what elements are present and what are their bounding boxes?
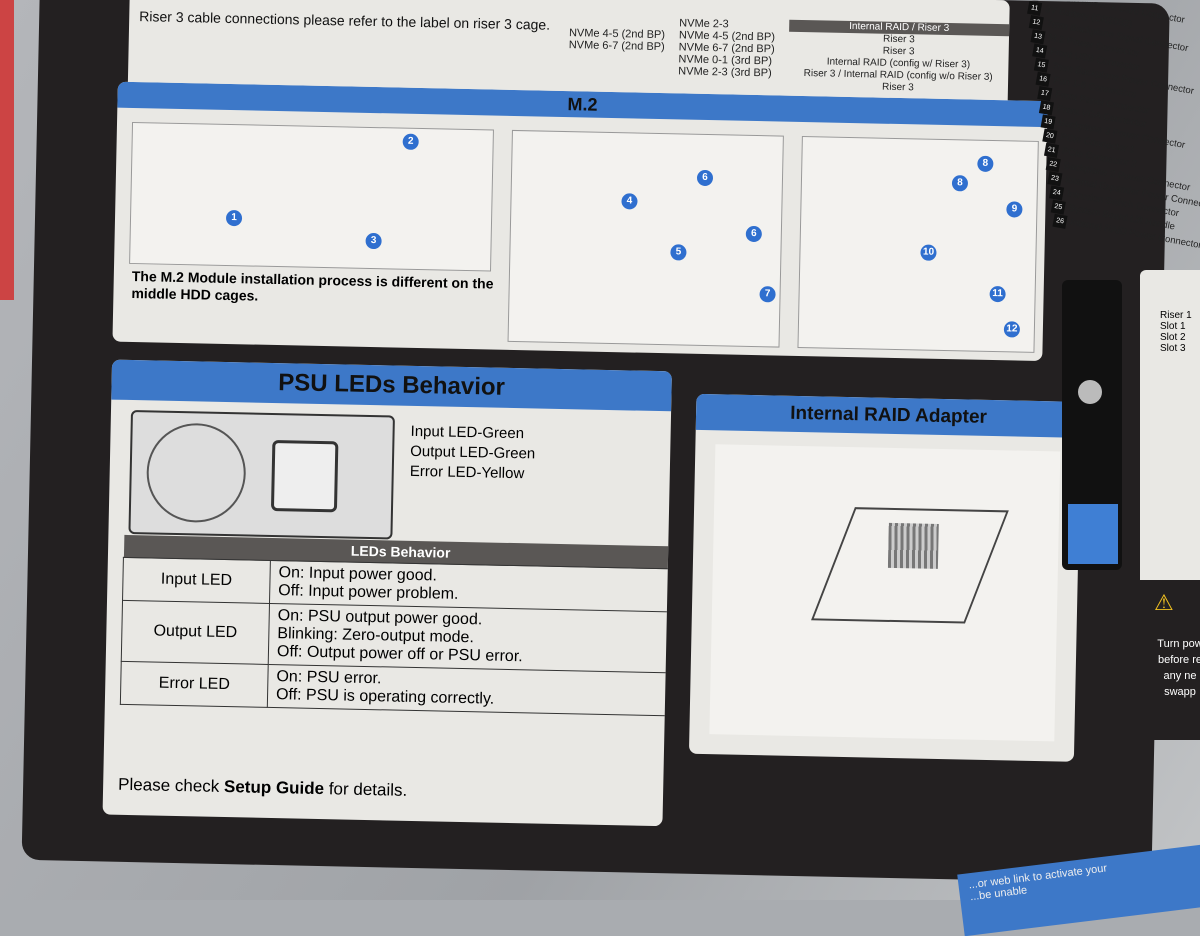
step-badge: 3	[365, 232, 382, 250]
step-badge: 10	[920, 244, 937, 261]
step-badge: 6	[696, 169, 714, 187]
step-badge: 8	[977, 155, 994, 173]
fan-icon	[145, 422, 247, 524]
slot-label: Slot 1	[1160, 321, 1186, 332]
table-cell: NVMe 6-7 (2nd BP)	[568, 39, 665, 54]
warning-icon: ⚠	[1154, 590, 1174, 615]
input-led-label: Input LED-Green	[410, 422, 525, 443]
red-edge	[0, 0, 14, 300]
warning-line: swapp	[1164, 686, 1196, 698]
step-badge: 12	[1003, 321, 1021, 338]
raid-title: Internal RAID Adapter	[695, 393, 1082, 438]
led-name: Input LED	[122, 557, 271, 604]
led-labels: Input LED-Green Output LED-Green Error L…	[410, 422, 536, 485]
table-cell: NVMe 2-3 (3rd BP)	[678, 65, 772, 80]
led-name: Error LED	[120, 661, 269, 708]
step-badge: 8	[951, 175, 969, 192]
note-text: Please check	[117, 774, 225, 797]
step-badge: 2	[402, 133, 419, 150]
riser-panel: Riser 1 Slot 1 Slot 2 Slot 3 ⚠	[1140, 270, 1200, 740]
warning-line: Turn pow	[1157, 638, 1200, 650]
warning-box: ⚠	[1140, 580, 1200, 740]
error-led-label: Error LED-Yellow	[409, 462, 525, 483]
warning-line: any ne	[1163, 670, 1197, 682]
note-text: for details.	[323, 779, 408, 800]
release-handle[interactable]	[1062, 280, 1122, 570]
m2-illustration-1: 2 1 3	[129, 121, 494, 272]
psu-illustration	[128, 410, 395, 540]
m2-illustration-2: 4 5 6 6 7	[507, 129, 784, 348]
m2-caption: The M.2 Module installation process is d…	[131, 267, 494, 304]
note-bold: Setup Guide	[223, 777, 325, 799]
riser-slots: Riser 1 Slot 1 Slot 2 Slot 3	[1140, 270, 1200, 354]
setup-guide-note: Please check Setup Guide for details.	[118, 775, 407, 801]
heatsink-icon	[887, 522, 939, 569]
led-name: Output LED	[121, 600, 270, 665]
output-led-label: Output LED-Green	[410, 442, 536, 463]
connector-number: 26	[1052, 213, 1068, 229]
step-badge: 4	[621, 193, 638, 210]
riser-label: Riser 1	[1160, 310, 1192, 321]
raid-adapter-section: Internal RAID Adapter	[688, 393, 1082, 762]
m2-section: M.2 2 1 3 The M.2 Module installation pr…	[112, 81, 1048, 362]
step-badge: 6	[745, 225, 763, 243]
raid-illustration	[709, 444, 1061, 742]
warning-line: before re	[1157, 654, 1200, 666]
slot-label: Slot 3	[1160, 343, 1186, 354]
service-label-board: NVMe 4-5 (2nd BP) NVMe 6-7 (2nd BP) NVMe…	[21, 0, 1200, 884]
slot-label: Slot 2	[1160, 332, 1186, 343]
step-badge: 1	[225, 209, 243, 227]
step-badge: 11	[989, 285, 1006, 303]
step-badge: 7	[759, 286, 776, 303]
warning-text: Turn pow before re any ne swapp	[1150, 636, 1200, 700]
power-socket-icon	[270, 439, 339, 513]
connector-number: 24	[1049, 185, 1065, 201]
riser-note: Riser 3 cable connections please refer t…	[139, 8, 551, 33]
psu-leds-section: PSU LEDs Behavior Input LED-Green Output…	[102, 359, 672, 827]
screw-icon	[1078, 380, 1102, 404]
m2-illustration-3: 8 8 9 10 11 12	[797, 135, 1039, 353]
psu-title: PSU LEDs Behavior	[111, 359, 672, 412]
step-badge: 5	[670, 244, 687, 261]
blue-latch[interactable]	[1068, 504, 1118, 564]
